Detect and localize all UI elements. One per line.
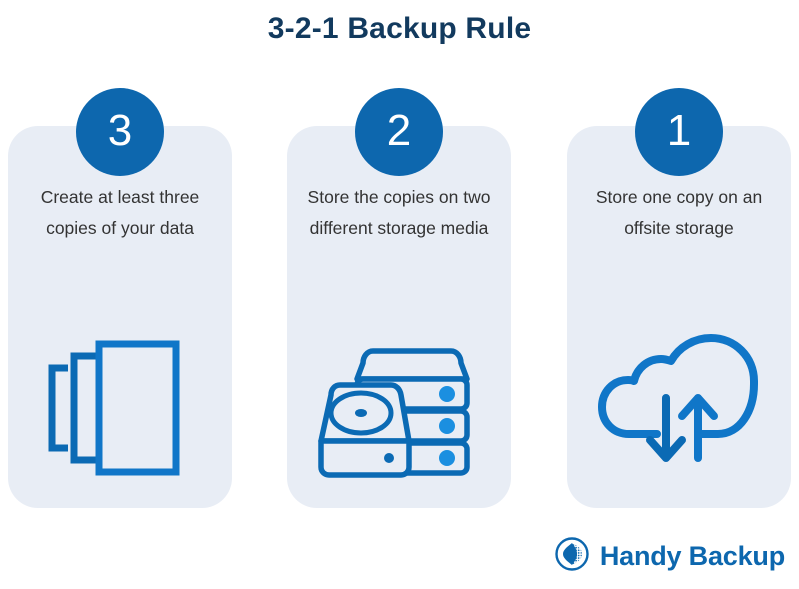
brand-logo: Handy Backup [554, 536, 785, 577]
card-number-badge: 2 [355, 88, 443, 176]
card-number-badge: 1 [635, 88, 723, 176]
three-documents-icon [8, 326, 232, 486]
server-stack-and-hard-drive-icon [287, 323, 511, 483]
card-three-copies: 3 Create at least three copies of your d… [8, 88, 232, 508]
logo-text: Handy Backup [599, 541, 785, 571]
handy-backup-logo-icon [554, 536, 590, 577]
card-two-media: 2 Store the copies on two different stor… [287, 88, 511, 508]
card-offsite-storage: 1 Store one copy on an offsite storage [567, 88, 791, 508]
cards-row: 3 Create at least three copies of your d… [0, 88, 799, 508]
card-number-badge: 3 [76, 88, 164, 176]
cloud-upload-download-icon [567, 330, 791, 470]
card-description: Create at least three copies of your dat… [40, 187, 200, 238]
card-description: Store one copy on an offsite storage [595, 187, 763, 238]
page-title: 3-2-1 Backup Rule [267, 12, 532, 45]
card-description: Store the copies on two different storag… [307, 187, 491, 238]
